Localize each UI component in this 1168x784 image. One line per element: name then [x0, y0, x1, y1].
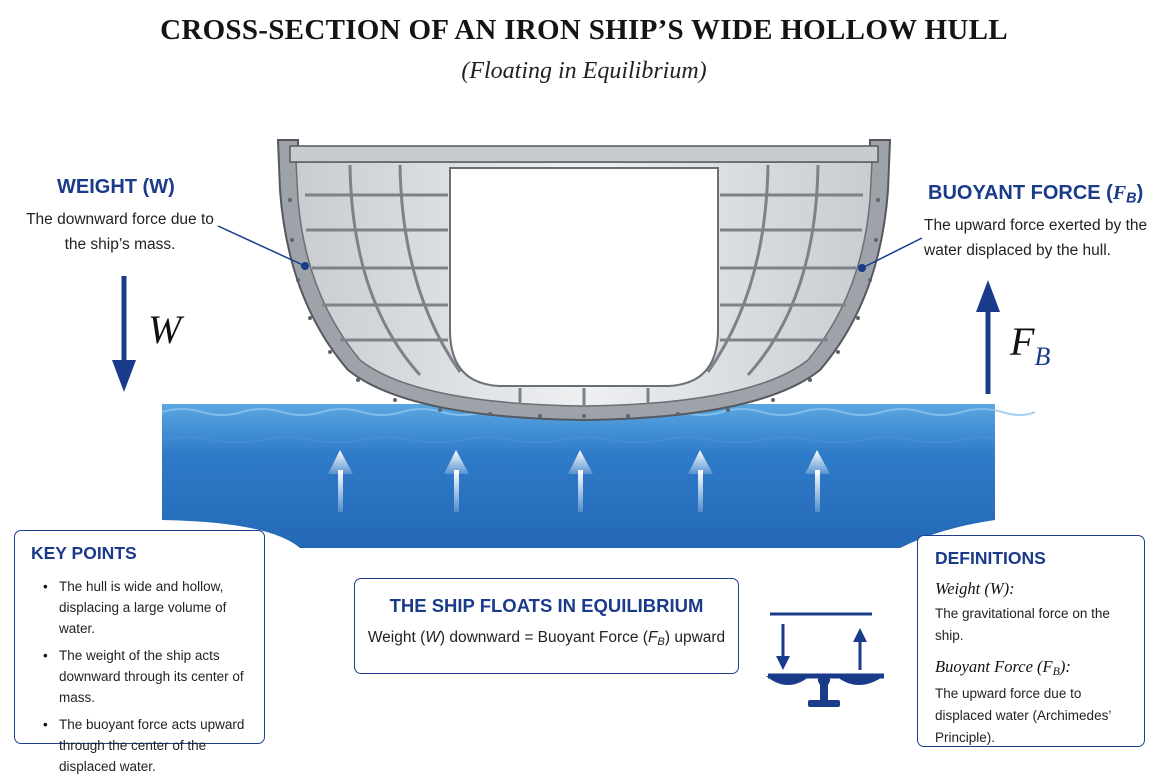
weight-symbol: W — [148, 307, 182, 352]
water-arrow-4-icon — [688, 450, 713, 512]
key-points-list: The hull is wide and hollow, displacing … — [31, 576, 254, 777]
balance-scale-icon — [766, 612, 884, 707]
definition-weight-term: Weight (W): — [935, 579, 1015, 598]
water-arrow-5-icon — [805, 450, 830, 512]
hull-ribs-right — [706, 164, 863, 377]
weight-arrow-icon — [112, 276, 136, 392]
water-arrow-2-icon — [444, 450, 469, 512]
water-ripples-lower — [161, 436, 996, 444]
water-arrow-1-icon — [328, 450, 353, 512]
diagram-title: CROSS-SECTION OF AN IRON SHIP’S WIDE HOL… — [160, 14, 1008, 46]
key-points-heading: KEY POINTS — [31, 543, 137, 563]
weight-description: The downward force due to the ship’s mas… — [26, 211, 214, 253]
water-arrow-3-icon — [568, 450, 593, 512]
definitions-heading: DEFINITIONS — [935, 548, 1046, 568]
hull-ribs-left — [305, 164, 462, 377]
buoyant-leader-dot — [858, 264, 866, 272]
key-points-box: KEY POINTS The hull is wide and hollow, … — [14, 530, 265, 774]
key-point-item: The weight of the ship acts downward thr… — [43, 645, 254, 708]
buoyant-heading: BUOYANT FORCE (FB) — [928, 182, 1144, 207]
diagram-subtitle: (Floating in Equilibrium) — [461, 58, 707, 84]
key-point-item: The buoyant force acts upward through th… — [43, 714, 254, 777]
definition-weight-desc: The gravitational force on the ship. — [935, 606, 1110, 643]
definition-buoyant-desc: The upward force due to displaced water … — [935, 685, 1111, 745]
definitions-box: DEFINITIONS Weight (W): The gravitationa… — [917, 535, 1145, 747]
buoyant-description: The upward force exerted by the water di… — [924, 217, 1148, 259]
water-upward-arrows — [328, 450, 830, 512]
buoyant-symbol: FB — [1010, 319, 1051, 371]
deck-beam — [289, 145, 879, 163]
equilibrium-equation: Weight (W) downward = Buoyant Force (FB)… — [367, 629, 726, 648]
equilibrium-box: THE SHIP FLOATS IN EQUILIBRIUM Weight (W… — [354, 578, 739, 674]
buoyant-leader-line — [861, 237, 923, 269]
buoyant-arrow-icon — [976, 280, 1000, 394]
weight-leader-line — [217, 225, 306, 267]
hull-floor-plates — [518, 388, 650, 405]
weight-leader-dot — [301, 262, 309, 270]
definition-buoyant-term: Buoyant Force (FB): — [935, 657, 1071, 678]
weight-heading: WEIGHT (W) — [57, 176, 175, 198]
key-point-item: The hull is wide and hollow, displacing … — [43, 576, 254, 639]
hull-hollow-interior — [449, 167, 719, 387]
hull-rivets — [288, 198, 880, 418]
equilibrium-heading: THE SHIP FLOATS IN EQUILIBRIUM — [389, 595, 704, 616]
